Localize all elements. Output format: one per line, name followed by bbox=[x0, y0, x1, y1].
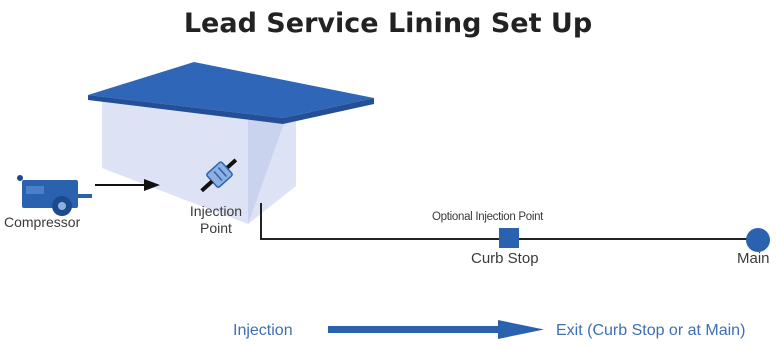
diagram-title: Lead Service Lining Set Up bbox=[183, 8, 593, 39]
optional-injection-point-label: Optional Injection Point bbox=[432, 211, 544, 223]
flow-start-label: Injection bbox=[233, 322, 293, 339]
injection-point-label-line2: Point bbox=[200, 220, 232, 236]
water-main-icon bbox=[746, 228, 770, 252]
compressor-arrow bbox=[95, 179, 160, 191]
main-label: Main bbox=[737, 250, 770, 267]
compressor-icon bbox=[17, 175, 92, 216]
injection-point-label: Injection Point bbox=[178, 203, 254, 237]
curb-stop-label: Curb Stop bbox=[471, 250, 539, 267]
flow-arrow bbox=[328, 320, 544, 339]
house-icon bbox=[88, 62, 374, 224]
flow-end-label: Exit (Curb Stop or at Main) bbox=[556, 322, 746, 339]
curb-stop-valve-icon bbox=[499, 228, 519, 248]
injection-nozzle-icon bbox=[200, 158, 238, 193]
service-pipe bbox=[260, 203, 755, 240]
injection-point-label-line1: Injection bbox=[189, 203, 243, 219]
compressor-label: Compressor bbox=[4, 214, 81, 230]
